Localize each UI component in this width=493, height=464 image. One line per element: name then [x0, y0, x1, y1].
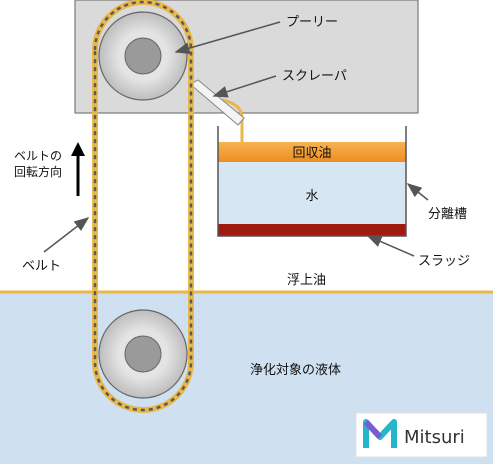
recovered-oil-label: 回収油: [292, 146, 331, 161]
belt-leader: [43, 217, 90, 253]
bottom-pulley: [98, 309, 188, 399]
mitsuri-logo-icon: [363, 419, 397, 448]
scraper-label: スクレーパ: [282, 69, 347, 84]
separation-tank-label: 分離槽: [428, 207, 467, 222]
mitsuri-logo: Mitsuri: [355, 412, 488, 458]
belt-label: ベルト: [22, 259, 61, 274]
floating-oil-label: 浮上油: [287, 273, 326, 288]
pulley-leader: [174, 21, 281, 55]
pulley-label: プーリー: [286, 15, 338, 30]
rotation-direction-arrow: [71, 142, 85, 196]
tank-leader: [406, 183, 429, 201]
sludge-label: スラッジ: [418, 254, 470, 269]
belt-direction-label-1: ベルトの: [14, 149, 62, 163]
target-liquid-label: 浄化対象の液体: [250, 363, 341, 378]
recovered-oil-layer: [218, 142, 406, 162]
logo-text: Mitsuri: [404, 427, 465, 448]
belt-chain: [93, 0, 193, 412]
scraper-blade: [189, 79, 245, 126]
tank-walls: [217, 126, 407, 237]
separation-tank: [217, 126, 407, 237]
sludge-leader: [366, 235, 415, 257]
water-layer: [218, 162, 406, 224]
belt-direction-label-2: 回転方向: [14, 164, 62, 179]
sludge-layer: [218, 224, 406, 236]
scraper-leader: [212, 75, 277, 98]
top-pulley: [98, 11, 188, 101]
water-label: 水: [305, 189, 318, 204]
